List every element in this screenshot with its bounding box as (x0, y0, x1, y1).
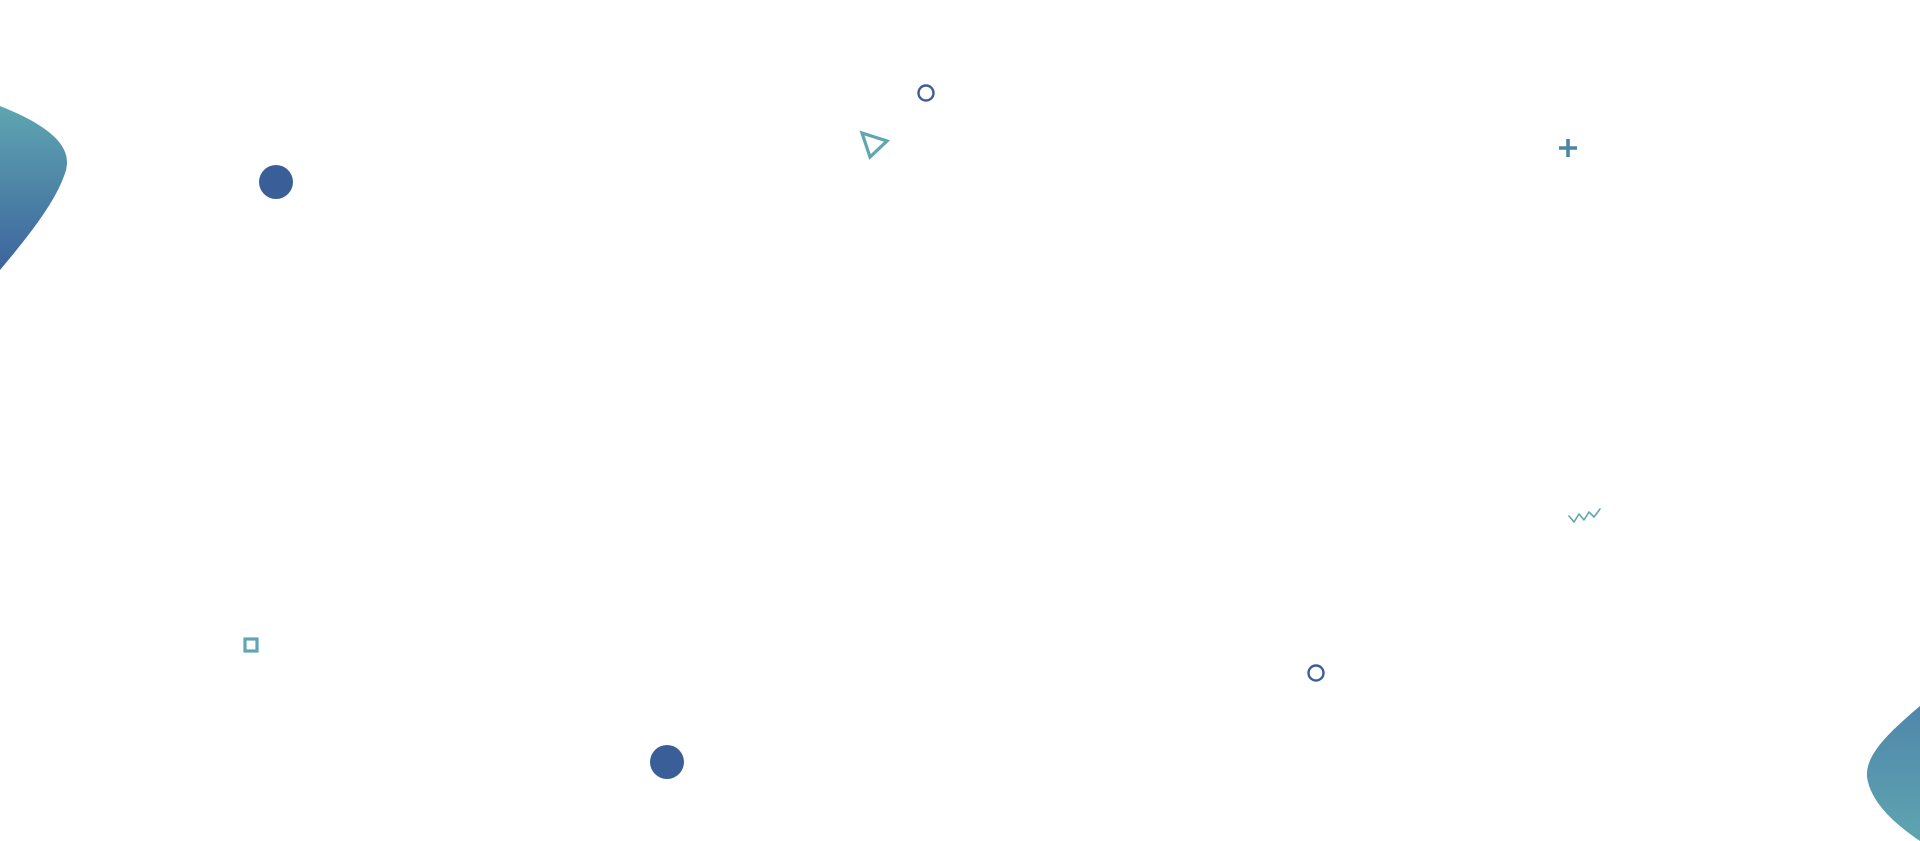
zigzag-icon (1568, 508, 1601, 523)
blob-top-left (0, 106, 67, 270)
plus-icon (1559, 139, 1577, 157)
triangle-outline-icon (859, 130, 891, 160)
filled-circle (259, 165, 293, 199)
filled-circle (650, 745, 684, 779)
ring-circle (917, 84, 935, 102)
square-outline-icon (243, 637, 259, 653)
ring-circle (1307, 664, 1325, 682)
blob-bottom-right (1866, 706, 1920, 841)
